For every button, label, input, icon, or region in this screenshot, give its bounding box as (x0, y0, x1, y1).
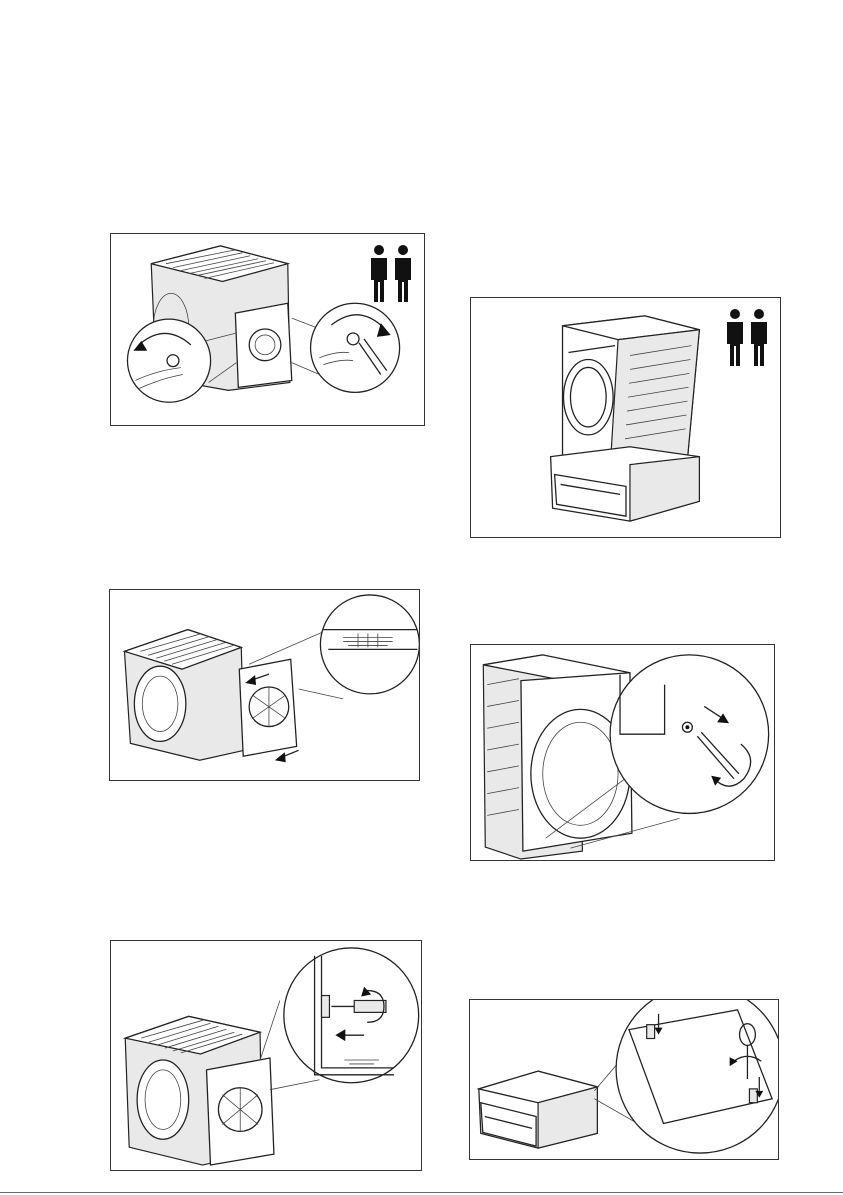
illustration-pedestal-brackets (470, 1000, 778, 1159)
figure-screw-rear-panel (110, 940, 422, 1171)
figure-fit-rear-panel (109, 589, 420, 781)
illustration-screw-inside (471, 645, 774, 860)
figure-pedestal-brackets (469, 999, 779, 1160)
two-person-icon (366, 244, 416, 304)
illustration-screw-rear-panel (111, 941, 421, 1170)
illustration-fit-rear-panel (110, 590, 419, 780)
figure-remove-rear-bolts (110, 233, 425, 426)
page-bottom-rule (0, 1192, 843, 1193)
figure-place-on-pedestal (470, 297, 781, 538)
two-person-icon (722, 308, 772, 368)
figure-screw-inside (470, 644, 775, 861)
